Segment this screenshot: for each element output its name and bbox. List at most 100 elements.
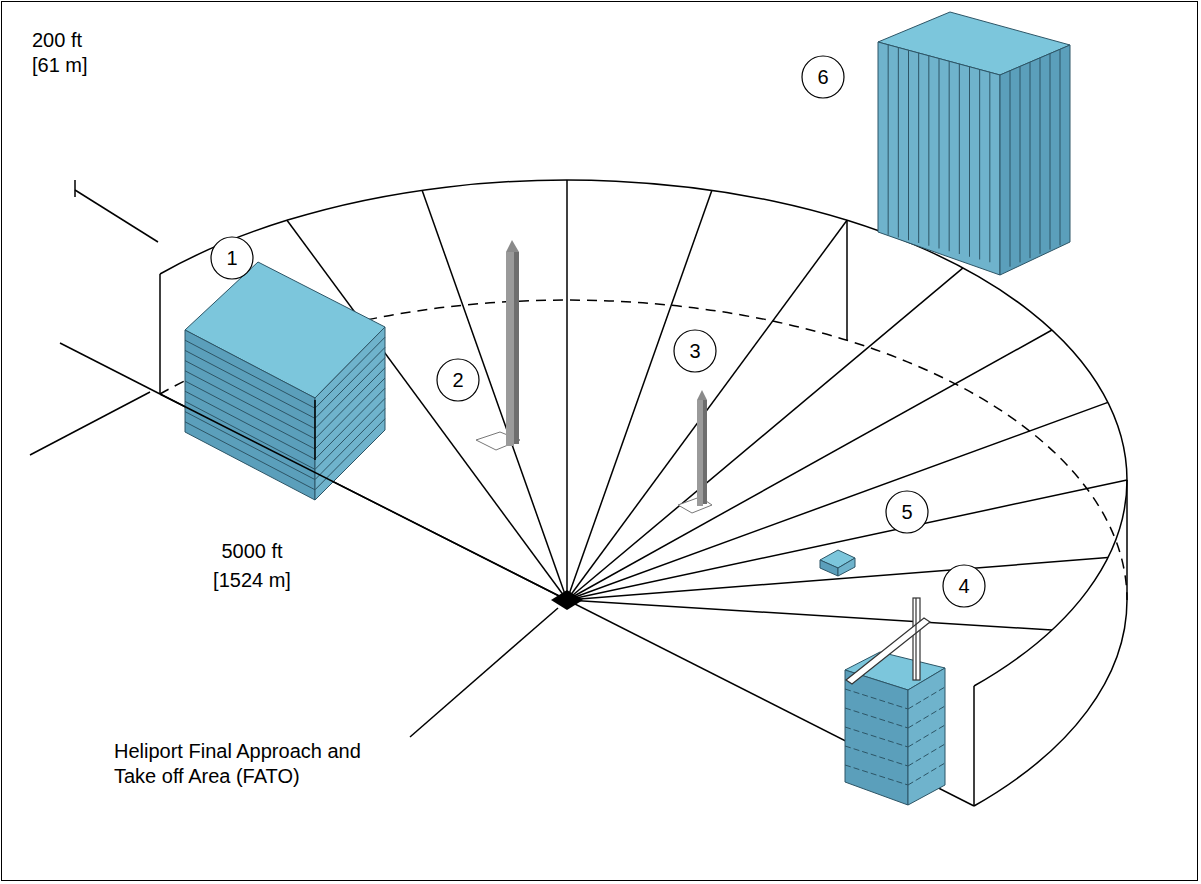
wall [820,560,838,576]
extension-line [60,343,160,394]
floor-line [315,409,385,480]
floor-line [315,378,385,449]
facade-line [979,70,980,260]
wall [315,327,385,500]
radial-line [567,268,963,600]
floor-line [315,388,385,459]
crane-mast [913,598,920,680]
facade-line [908,50,909,240]
radial-line [566,180,568,600]
floor-line [908,763,945,785]
facade-line [898,48,899,238]
tower-tip [697,390,707,400]
callout-number: 3 [689,339,700,364]
building-5 [820,550,855,576]
facade-line [949,61,950,251]
floor-line [185,422,315,490]
edge-line [314,400,316,460]
callout-number: 6 [817,65,828,90]
facade-line [928,56,929,246]
wall [908,668,945,805]
facade-line [1040,58,1041,254]
floor-line [845,746,908,766]
tower-shaft [703,400,707,504]
floor-line [185,371,315,439]
extension-line [30,392,150,455]
floor-line [315,398,385,469]
facade-line [918,53,919,243]
tower-2 [476,240,520,450]
floor-line [845,689,908,709]
floor-line [908,687,945,709]
tower-shaft [697,400,703,506]
dimension-label: 5000 ft [221,539,282,564]
floor-line [185,391,315,459]
wall [878,42,1000,275]
wall [845,670,908,805]
wall [185,330,315,500]
facade-line [1020,66,1021,262]
callout-circles [211,56,985,607]
radial-line [567,220,847,600]
floor-line [845,727,908,747]
dimension-label: [61 m] [32,53,88,78]
callout-number: 5 [901,500,912,525]
callout-circle [802,56,844,98]
radial-line [287,220,567,600]
edge-line [846,220,848,340]
floor-line [185,340,315,408]
floor-line [908,725,945,747]
facade-line [969,67,970,257]
facade-line [1050,54,1051,250]
diameter-line [160,394,567,600]
wall [838,558,855,576]
facade-line [1060,49,1061,245]
tower-tip [506,240,519,252]
floor-line [185,350,315,418]
radial-line [567,330,1052,600]
radial-line [567,600,1052,630]
floor-line [185,361,315,429]
radial-line [567,480,1127,600]
edge-line [159,274,161,394]
tower-shaft [506,252,514,446]
facade-line [939,59,940,249]
edge-line [1126,480,1128,600]
floor-line [185,401,315,469]
crane-jib [846,618,930,684]
facade-line [888,45,889,235]
callout-circle [886,491,928,533]
floor-line [315,419,385,490]
radial-line [422,190,567,600]
callout-circle [674,330,716,372]
area-label: Heliport Final Approach and Take off Are… [114,739,404,789]
facade-line [1030,62,1031,258]
leader-line [410,608,558,737]
floor-lines [845,687,945,785]
floor-line [908,744,945,766]
floor-line [845,765,908,785]
crane [846,598,930,684]
callout-circle [943,565,985,607]
edge-line [973,686,975,806]
facade-line [989,72,990,262]
facade-line [959,64,960,254]
floor-line [315,347,385,418]
callout-number: 4 [958,574,969,599]
floor-lines [185,337,385,490]
wall [1000,45,1070,275]
callout-number: 1 [226,246,237,271]
building-6 [878,12,1070,275]
floor-line [315,337,385,408]
dimension-label: [1524 m] [213,568,291,593]
tick-mark [74,180,76,197]
tower-shaft [514,252,519,444]
callout-circle [211,237,253,279]
facade-lines [888,45,1060,267]
facade-line [1010,71,1011,267]
dimension-label: 200 ft [32,28,82,53]
callout-number: 2 [452,368,463,393]
crane-mast-line [915,598,916,680]
floor-line [185,412,315,480]
